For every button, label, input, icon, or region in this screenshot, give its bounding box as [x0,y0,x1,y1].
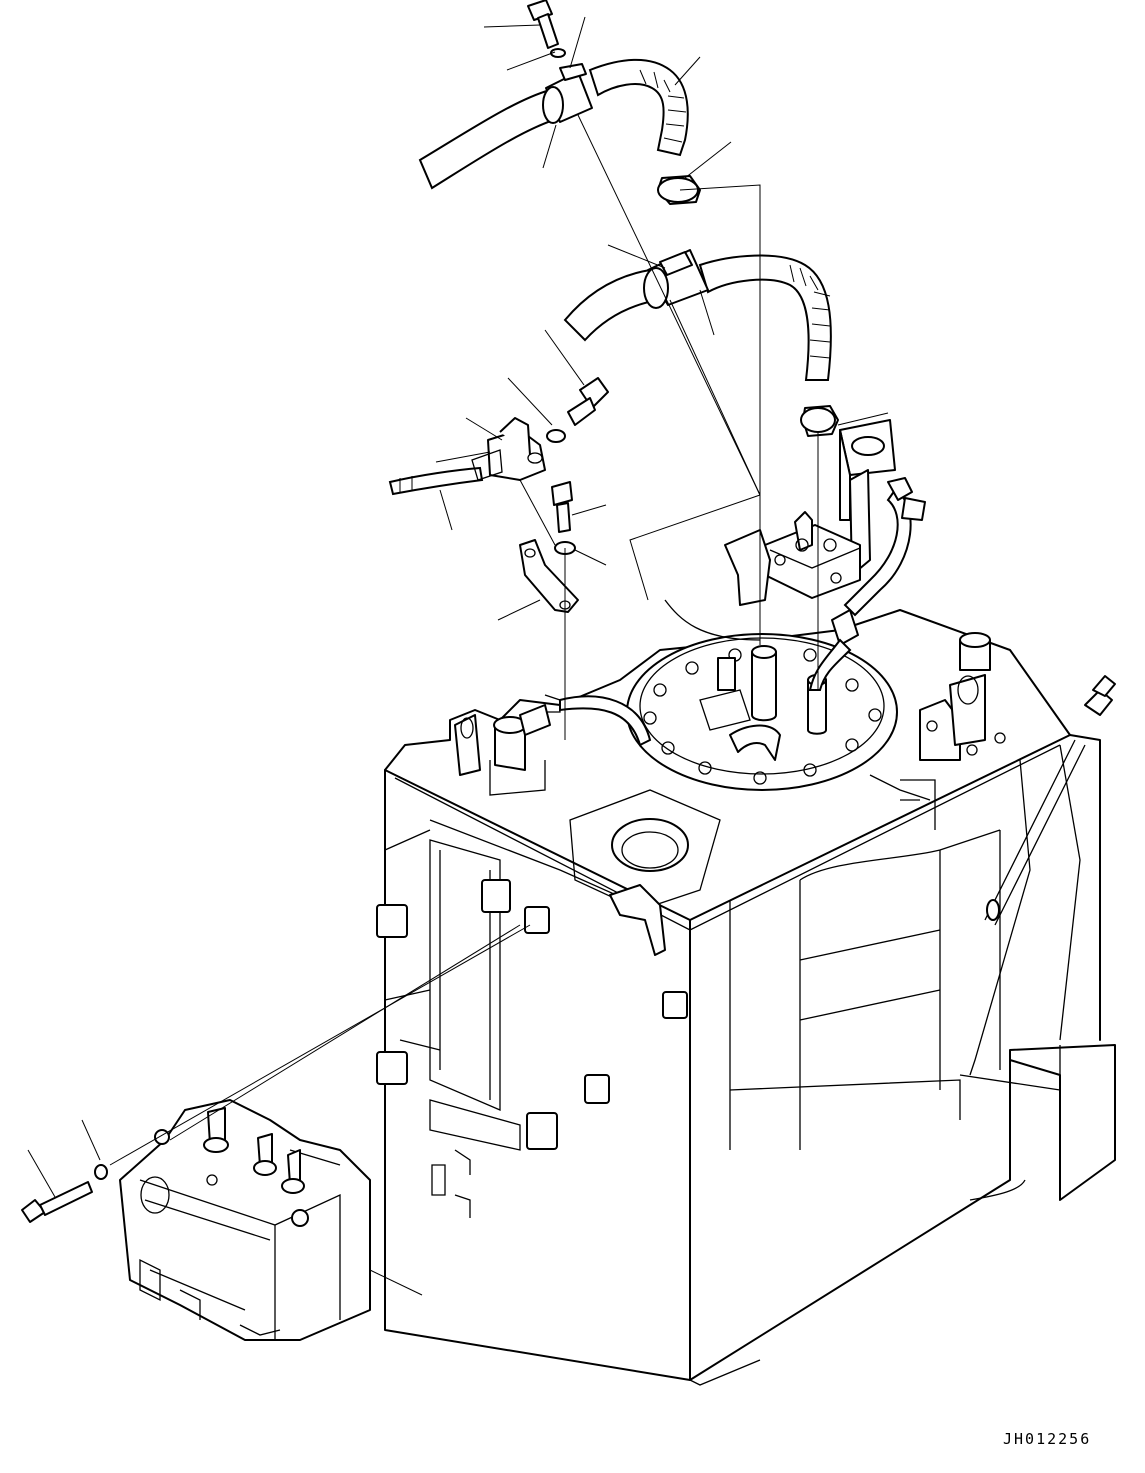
hydraulic-tank [376,599,1116,1386]
upper-hose-assembly [418,0,839,437]
clip-assembly [388,377,609,613]
bolt [527,0,559,49]
hose-clamp [643,249,709,309]
assembly-center-lines [109,114,819,1166]
control-valve [21,1099,371,1341]
hose-clamp [657,175,701,205]
hose-clamp [800,405,839,437]
leader-lines [27,16,889,1296]
hose-clamp [542,63,593,124]
suction-fitting [724,419,926,691]
drawing-id-label: JH012256 [1003,1430,1092,1448]
